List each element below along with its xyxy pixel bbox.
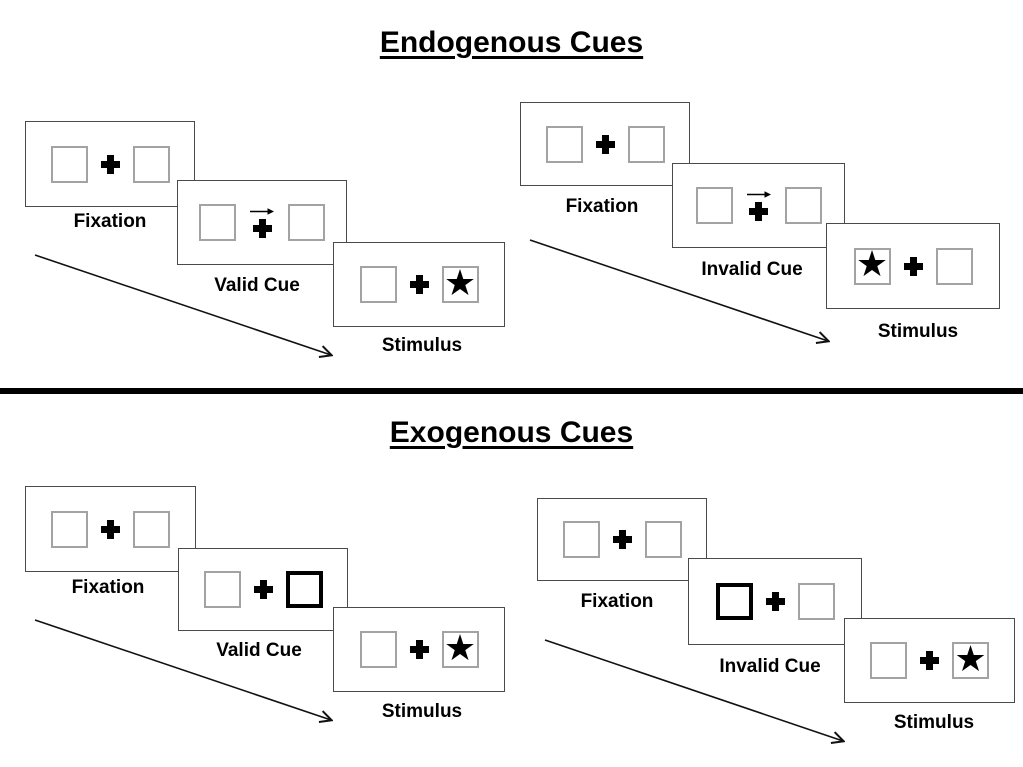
target-box: ★ [441,262,479,304]
highlighted-cue-box [285,571,323,608]
target-star-icon: ★ [443,262,477,304]
cue-panel [177,180,347,265]
fixation-cross-icon [253,580,273,599]
panel-label: Stimulus [381,335,463,356]
sequence-timeline-arrow-icon [34,254,342,364]
fixation-panel [537,498,707,581]
target-box: ★ [441,627,479,669]
fixation-cross-icon [100,154,120,174]
left-placeholder-box [203,571,241,608]
panel-label: Stimulus [893,712,975,733]
target-box: ★ [952,638,989,680]
left-placeholder-box [562,521,600,558]
left-placeholder-box [695,187,733,224]
section-divider [0,388,1023,394]
fixation-panel [25,121,195,207]
section-title-exogenous: Exogenous Cues [389,416,634,449]
right-placeholder-box [627,125,665,163]
fixation-cross-icon [595,134,615,154]
stimulus-panel: ★ [333,242,505,327]
left-placeholder-box [359,631,397,668]
stimulus-panel: ★ [826,223,1000,309]
central-cue [249,207,275,238]
fixation-cross-icon [409,275,429,294]
right-placeholder-box [644,521,682,558]
section-title-endogenous: Endogenous Cues [379,26,644,59]
stimulus-panel: ★ [844,618,1015,703]
highlighted-cue-box [715,583,753,620]
target-star-icon: ★ [855,244,889,285]
fixation-cross-icon [612,530,632,549]
right-placeholder-box [935,247,973,285]
right-placeholder-box [288,204,325,241]
cue-panel [688,558,862,645]
panel-label: Fixation [73,211,147,232]
fixation-cross-icon [920,651,939,670]
sequence-timeline-arrow-icon [544,639,852,749]
target-star-icon: ★ [954,638,987,680]
panel-label: Stimulus [877,321,959,342]
right-placeholder-box [133,510,170,548]
cue-panel [672,163,845,248]
fixation-cross-icon [409,640,429,659]
fixation-cross-icon [252,219,272,238]
panel-label: Valid Cue [214,275,300,296]
cue-arrow-right-icon [250,208,274,215]
cue-panel [178,548,348,631]
sequence-timeline-arrow-icon [34,619,342,729]
panel-label: Stimulus [381,701,463,722]
right-placeholder-box [784,187,822,224]
right-placeholder-box [797,583,835,620]
cue-arrow-right-icon [746,191,771,198]
fixation-cross-icon [101,519,120,539]
fixation-panel [520,102,690,186]
left-placeholder-box [50,145,88,183]
fixation-cross-icon [903,256,923,276]
left-placeholder-box [199,204,236,241]
target-box: ★ [853,244,891,285]
left-placeholder-box [51,510,88,548]
target-star-icon: ★ [443,627,477,669]
panel-label: Fixation [71,577,145,598]
panel-label: Fixation [580,591,654,612]
panel-label: Valid Cue [216,640,302,661]
panel-label: Invalid Cue [719,656,821,677]
left-placeholder-box [359,266,397,303]
panel-label: Fixation [565,196,639,217]
sequence-timeline-arrow-icon [529,239,837,349]
fixation-panel [25,486,196,572]
fixation-cross-icon [749,202,768,221]
central-cue [746,190,772,221]
left-placeholder-box [545,125,583,163]
stimulus-panel: ★ [333,607,505,692]
panel-label: Invalid Cue [701,259,803,280]
right-placeholder-box [132,145,170,183]
fixation-cross-icon [765,592,785,611]
left-placeholder-box [870,642,907,679]
